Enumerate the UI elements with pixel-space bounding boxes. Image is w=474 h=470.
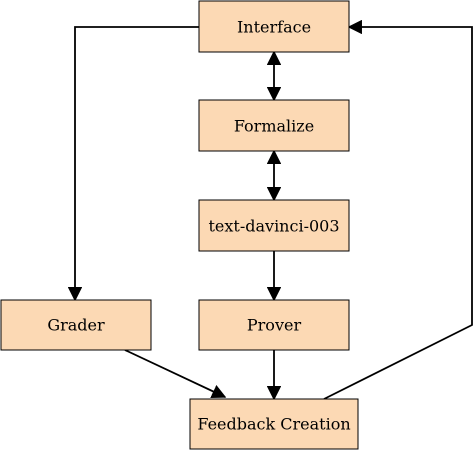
edge-feedback-interface xyxy=(323,19,473,400)
node-interface-label: Interface xyxy=(237,18,311,37)
node-prover-label: Prover xyxy=(247,316,302,335)
edge-grader-feedback xyxy=(124,349,227,399)
node-formalize-label: Formalize xyxy=(234,117,314,136)
node-feedback: Feedback Creation xyxy=(189,398,359,450)
node-davinci-label: text-davinci-003 xyxy=(208,217,339,236)
node-grader: Grader xyxy=(0,299,152,351)
node-formalize: Formalize xyxy=(198,99,350,152)
node-prover: Prover xyxy=(198,299,350,351)
node-grader-label: Grader xyxy=(47,316,105,335)
node-davinci: text-davinci-003 xyxy=(198,199,350,252)
node-interface: Interface xyxy=(198,0,350,53)
edge-interface-grader xyxy=(67,26,199,302)
node-feedback-label: Feedback Creation xyxy=(197,415,350,434)
